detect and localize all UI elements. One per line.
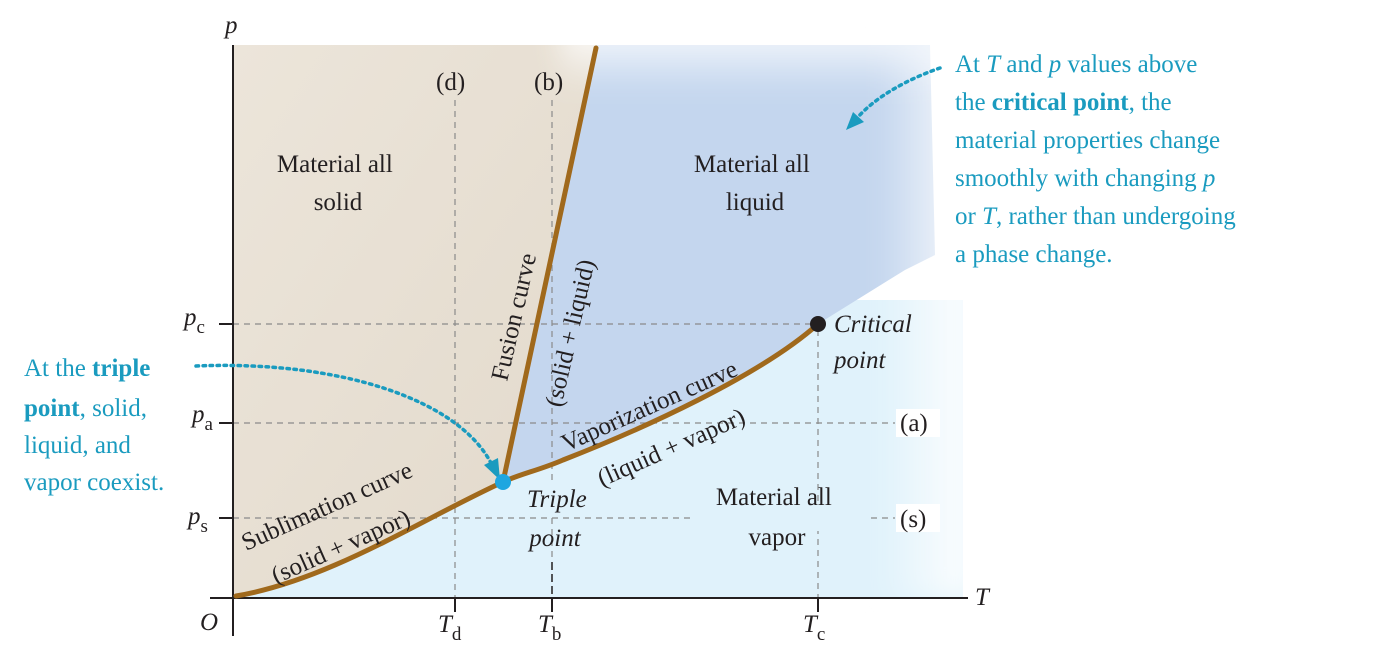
- axis-labels: p T O pc pa ps Td Tb Tc: [182, 12, 991, 645]
- path-b-label: (b): [534, 69, 563, 96]
- path-a-label: (a): [900, 410, 928, 437]
- process-path-labels: (d) (b) (a) (s): [436, 69, 940, 533]
- pa-label: pa: [190, 401, 214, 435]
- critical-note-line6: a phase change.: [955, 241, 1113, 268]
- triple-note-line2: point, solid,: [24, 395, 147, 422]
- liquid-region-label: Material all liquid: [694, 151, 816, 216]
- solid-region-label: Material all solid: [277, 151, 399, 216]
- triple-note-arrow: [194, 363, 494, 467]
- sublimation-curve-line: [233, 479, 506, 599]
- critical-note-arrow: [856, 66, 942, 119]
- vapor-label-bg: [690, 505, 870, 531]
- region-labels: Material all solid Material all liquid M…: [277, 151, 870, 551]
- path-d-label: (d): [436, 69, 465, 96]
- liquid-region: [503, 45, 935, 482]
- y-axis-label: p: [223, 12, 238, 39]
- axes: [210, 45, 968, 636]
- path-s-label: (s): [900, 506, 926, 533]
- Tb-label: Tb: [538, 611, 561, 645]
- Td-label: Td: [438, 611, 462, 645]
- triple-note-line1: At the triple: [24, 355, 150, 382]
- critical-note-line3: material properties change: [955, 127, 1220, 154]
- triple-point-label: Triple point: [527, 486, 593, 552]
- path-s-label-bg: [896, 504, 940, 532]
- Tc-label: Tc: [803, 611, 825, 645]
- triple-note-arrowhead-icon: [484, 458, 500, 480]
- pc-label: pc: [182, 304, 205, 338]
- critical-note-line2: the critical point, the: [955, 89, 1172, 116]
- triple-point-marker: [495, 474, 511, 490]
- phase-regions: [233, 20, 980, 600]
- critical-point-note: At T and p values above the critical poi…: [955, 51, 1236, 268]
- critical-note-arrowhead-icon: [846, 112, 864, 130]
- region-fade-top: [560, 20, 980, 90]
- annotation-arrows: [194, 66, 942, 480]
- ps-label: ps: [186, 503, 208, 537]
- vapor-region-label: Material all vapor: [716, 484, 838, 551]
- special-points: [495, 316, 826, 490]
- guide-lines: [233, 100, 895, 598]
- critical-note-line5: or T, rather than undergoing: [955, 203, 1236, 230]
- triple-note-line3: liquid, and: [24, 432, 131, 459]
- origin-label: O: [200, 609, 218, 636]
- triple-point-note: At the triple point, solid, liquid, and …: [24, 355, 164, 496]
- triple-label-bg: [520, 485, 602, 513]
- critical-note-line1: At T and p values above: [955, 51, 1197, 78]
- phase-curves: [233, 45, 821, 599]
- point-labels: Triple point Critical point: [520, 311, 918, 552]
- fusion-curve-line: [500, 45, 599, 485]
- critical-note-line4: smoothly with changing p: [955, 165, 1215, 192]
- path-a-label-bg: [896, 409, 940, 437]
- triple-note-line4: vapor coexist.: [24, 469, 164, 496]
- critical-point-label: Critical point: [832, 311, 918, 374]
- x-axis-label: T: [975, 584, 991, 611]
- vaporization-curve-line: [500, 321, 821, 485]
- critical-point-marker: [810, 316, 826, 332]
